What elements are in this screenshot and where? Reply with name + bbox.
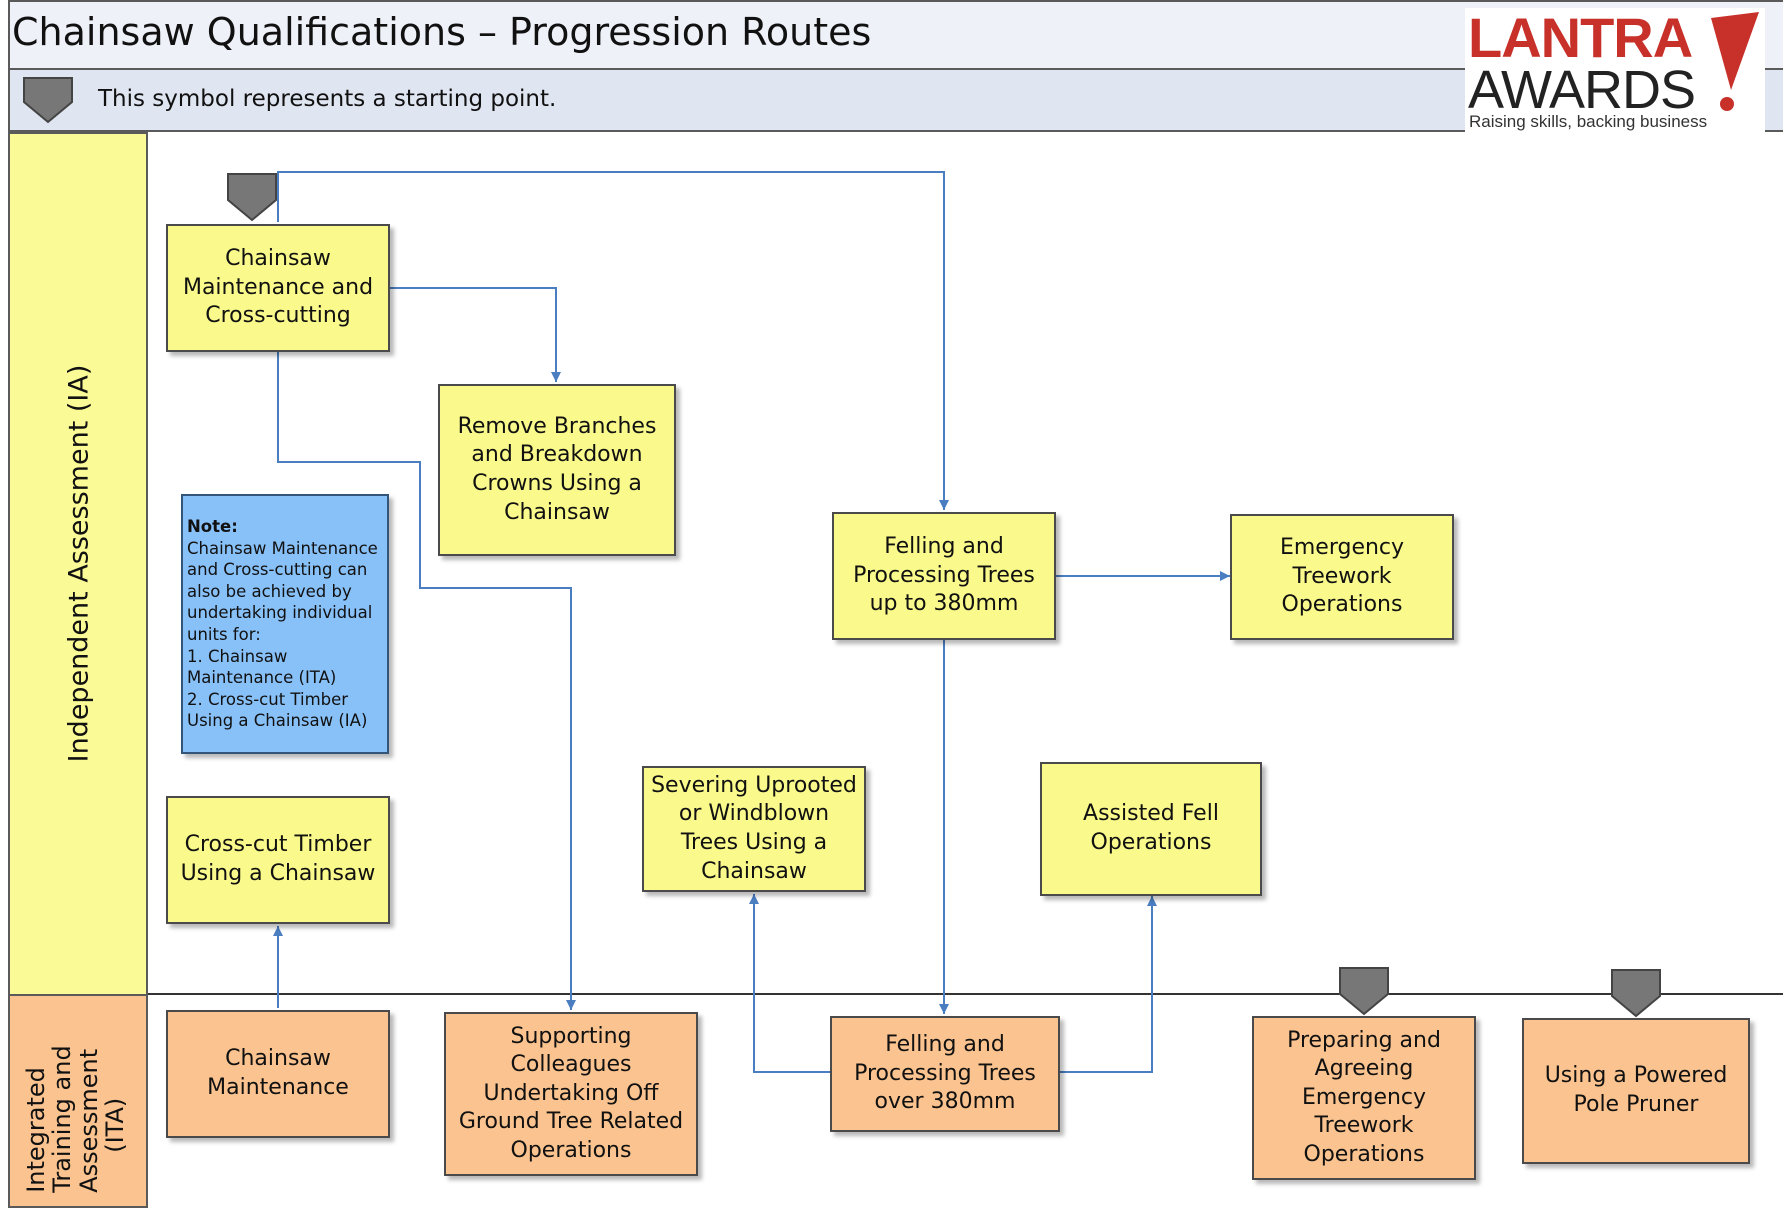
connector-to-remove-branches xyxy=(389,287,561,382)
box-assisted-fell: Assisted Fell Operations xyxy=(1040,762,1262,896)
box-preparing-emergency: Preparing and Agreeing Emergency Treewor… xyxy=(1252,1016,1476,1180)
note-body: Chainsaw Maintenance and Cross-cutting c… xyxy=(187,538,378,731)
start-point-legend-icon xyxy=(23,77,73,124)
start-marker-preparing-emergency xyxy=(1339,967,1389,1016)
box-supporting-colleagues: Supporting Colleagues Undertaking Off Gr… xyxy=(444,1012,698,1176)
box-emergency-treework: Emergency Treework Operations xyxy=(1230,514,1454,640)
lane-independent-assessment: Independent Assessment (IA) xyxy=(8,132,148,996)
note-title: Note: xyxy=(187,517,238,536)
box-severing-uprooted: Severing Uprooted or Windblown Trees Usi… xyxy=(642,766,866,892)
box-cross-cut-timber: Cross-cut Timber Using a Chainsaw xyxy=(166,796,390,924)
box-chainsaw-maintenance-cross-cutting: Chainsaw Maintenance and Cross-cutting xyxy=(166,224,390,352)
box-felling-over-380: Felling and Processing Trees over 380mm xyxy=(830,1016,1060,1132)
connector-top-to-felling-380 xyxy=(277,171,949,510)
connector-to-assisted-fell xyxy=(1060,896,1157,1073)
note-box: Note: Chainsaw Maintenance and Cross-cut… xyxy=(181,494,389,754)
box-remove-branches: Remove Branches and Breakdown Crowns Usi… xyxy=(438,384,676,556)
start-marker-chainsaw-maintenance xyxy=(227,173,277,222)
box-powered-pole-pruner: Using a Powered Pole Pruner xyxy=(1522,1018,1750,1164)
connector-to-severing-uprooted xyxy=(749,894,830,1073)
logo-exclamation-mark xyxy=(1711,12,1759,111)
connector-to-supporting-colleagues xyxy=(277,352,576,1010)
lantra-awards-logo: LANTRA AWARDS Raising skills, backing bu… xyxy=(1465,8,1765,134)
lane-integrated-training: Integrated Training and Assessment (ITA) xyxy=(8,994,148,1208)
legend-text: This symbol represents a starting point. xyxy=(98,86,557,112)
logo-line2: AWARDS xyxy=(1468,60,1696,120)
start-marker-pole-pruner xyxy=(1611,969,1661,1018)
box-felling-up-to-380: Felling and Processing Trees up to 380mm xyxy=(832,512,1056,640)
logo-line1: LANTRA xyxy=(1468,6,1693,69)
box-chainsaw-maintenance: Chainsaw Maintenance xyxy=(166,1010,390,1138)
logo-tagline: Raising skills, backing business xyxy=(1469,112,1708,131)
page-title: Chainsaw Qualifications – Progression Ro… xyxy=(12,10,872,54)
